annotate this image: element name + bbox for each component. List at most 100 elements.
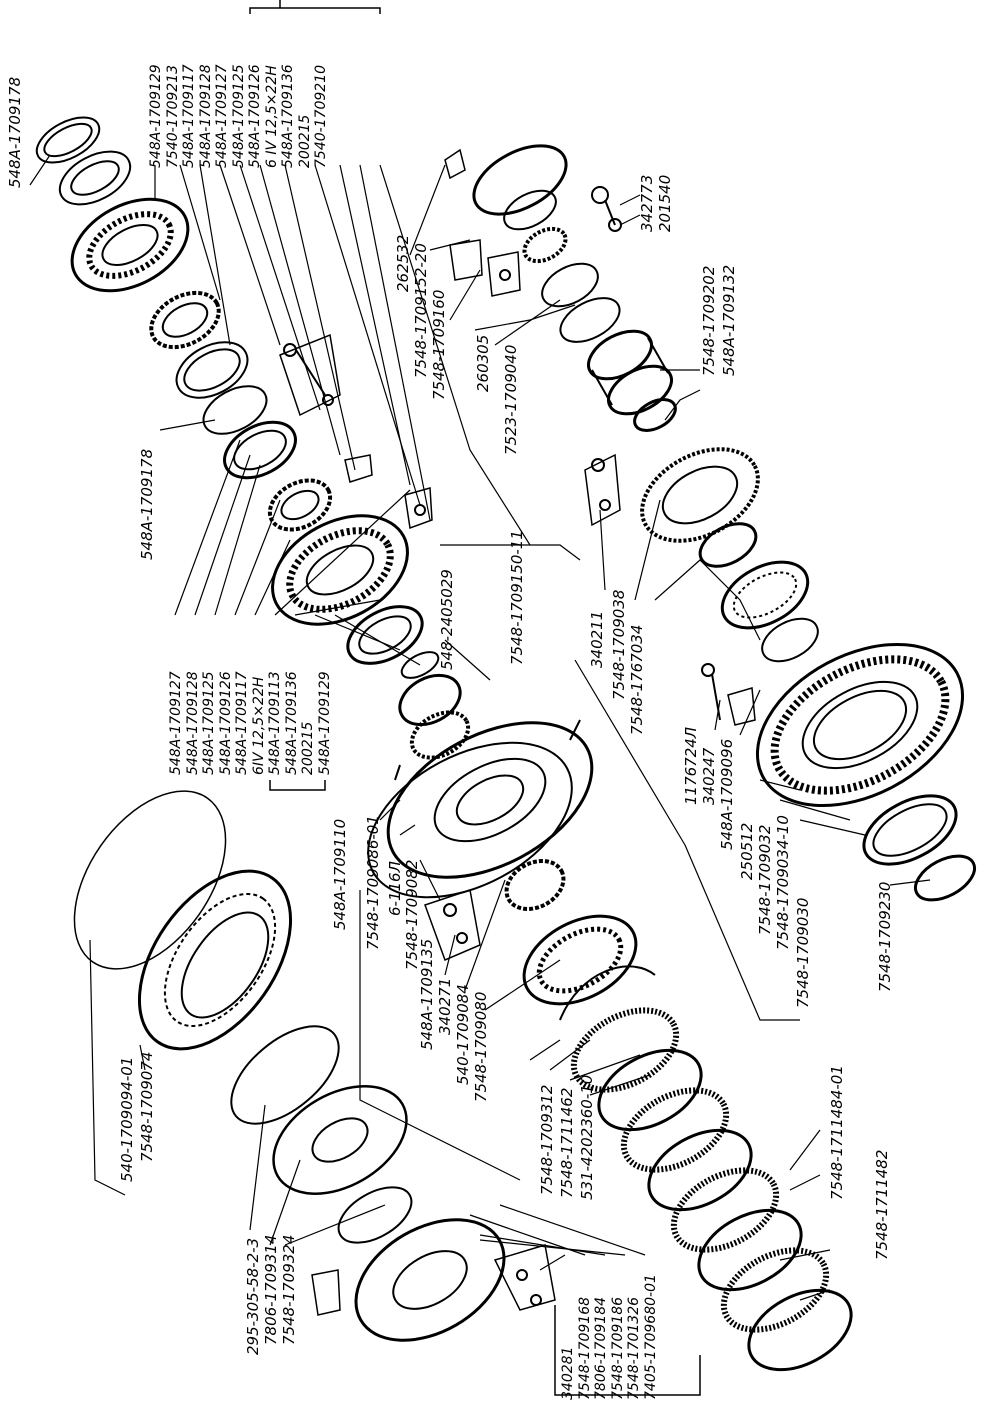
part-bolt-group-top <box>279 333 341 417</box>
part-small-seal-right <box>633 398 677 432</box>
part-snap-ring-clutch <box>559 965 656 1021</box>
part-number-label: 548A-1709110 <box>331 818 349 930</box>
part-large-ring-left <box>73 790 293 1051</box>
part-large-bearing-mid <box>271 514 409 626</box>
part-number-label: 548A-1709178 <box>138 448 156 560</box>
part-number-label: 7548-1711484-01 <box>828 1065 846 1200</box>
part-ring-b <box>202 385 268 435</box>
part-number-label: 540-1709094-01 <box>118 1056 136 1182</box>
part-central-drum <box>367 719 594 899</box>
part-number-label: 7548-1709168 <box>576 1296 593 1400</box>
part-number-label: 7548-1709312 <box>538 1084 556 1195</box>
part-number-label: 548A-1709127 <box>168 671 184 775</box>
part-o-ring-bottom-left <box>230 1025 340 1125</box>
part-number-label: 7548-1709324 <box>280 1234 298 1345</box>
part-number-label: 295-305-58-2-3 <box>244 1237 262 1355</box>
part-number-label: 250512 <box>738 822 756 880</box>
label-column-bottom: 340281 7548-1709168 7806-1709184 7548-17… <box>560 1274 659 1400</box>
part-number-label: 548A-1709136 <box>283 671 300 775</box>
part-number-label: 340247 <box>700 747 718 805</box>
part-number-label: 548A-1709125 <box>201 671 217 775</box>
part-seal-ring-right <box>862 794 958 866</box>
part-bolt-lockplate-center <box>424 889 481 962</box>
part-number-label: 548A-1709136 <box>280 64 296 168</box>
part-number-label: 7548-1709160 <box>430 289 448 400</box>
label-column-left: 548A-1709127 548A-1709128 548A-1709125 5… <box>168 671 333 775</box>
part-ring-c <box>223 420 297 480</box>
part-number-label: 540-1709084 <box>454 984 472 1085</box>
part-number-label: 548A-1709127 <box>214 64 230 168</box>
part-number-label: 548-2405029 <box>438 569 456 670</box>
leader-lines <box>29 154 931 1301</box>
part-flange-plate <box>272 1085 408 1195</box>
part-number-label: 342773 <box>638 174 656 232</box>
part-number-label: 548A-1709128 <box>184 671 201 775</box>
part-number-label: 7523-1709040 <box>502 344 520 455</box>
part-number-label: 340281 <box>560 1346 576 1400</box>
part-number-label: 7548-1701326 <box>626 1296 642 1400</box>
part-number-label: 7548-1709074 <box>138 1051 156 1162</box>
part-number-label: 7548-1709032 <box>756 824 774 935</box>
part-number-label: 6IV 12,5×22H <box>250 676 267 775</box>
part-number-label: 200215 <box>296 114 313 168</box>
part-large-wheel-right <box>755 642 965 808</box>
part-number-label: 548A-1709128 <box>197 64 214 168</box>
part-number-label: 7548-1709152-20 <box>412 243 430 378</box>
part-number-label: 548A-1709117 <box>181 64 197 168</box>
part-number-label: 7540-1709210 <box>313 64 329 168</box>
part-ring-right <box>761 617 819 663</box>
part-splined-hub-center <box>504 859 566 911</box>
part-seal-ring-top <box>35 116 101 164</box>
part-output-flange <box>444 144 568 264</box>
part-number-label: 548A-1709117 <box>234 671 250 775</box>
part-number-label: 548A-1709178 <box>6 76 24 188</box>
part-number-label: 260305 <box>474 334 492 392</box>
part-snap-rings-right <box>541 262 621 343</box>
part-number-label: 7806-1709184 <box>593 1296 609 1400</box>
part-number-label: 7548-1767034 <box>628 624 646 735</box>
part-splined-hub-top <box>149 290 221 350</box>
bracket-left-column <box>269 780 326 791</box>
part-number-label: 7548-1709186 <box>609 1296 626 1400</box>
part-large-bearing-top <box>70 197 190 293</box>
part-number-label: 548A-1709129 <box>148 64 164 168</box>
part-snap-ring-mid <box>400 651 440 679</box>
part-number-label: 7548-1709038 <box>610 589 628 700</box>
part-gear-right <box>640 447 760 543</box>
part-number-label: 7405-1709680-01 <box>642 1274 659 1400</box>
part-needle-bearing-right <box>587 329 673 416</box>
part-small-ring-right <box>914 854 976 902</box>
part-number-label: 7548-1709030 <box>794 897 812 1008</box>
part-lockplate-top-right <box>449 239 521 297</box>
part-number-label: 1176724Л <box>682 726 700 805</box>
part-number-label: 340211 <box>588 610 606 668</box>
part-number-label: 201540 <box>656 174 674 232</box>
part-lockplate-right <box>584 453 621 527</box>
part-number-label: 7548-1709202 <box>700 265 718 376</box>
part-number-label: 7548-1709034-10 <box>774 815 792 950</box>
part-number-label: 548A-1709126 <box>247 64 263 168</box>
label-column-top: 548A-1709129 7540-1709213 548A-1709117 5… <box>148 64 330 168</box>
part-number-label: 548A-1709096 <box>718 738 736 850</box>
part-splined-hub-mid <box>267 478 333 532</box>
part-number-label: 7806-1709314 <box>262 1234 280 1345</box>
bracket-top-column <box>249 0 381 14</box>
part-small-bearing-mid <box>398 673 471 760</box>
part-number-label: 548A-1709132 <box>720 264 738 376</box>
part-number-label: 262532 <box>394 234 412 292</box>
part-number-label: 7548-1709080 <box>472 991 490 1102</box>
part-number-label: 6 IV 12,5×22H <box>263 65 280 168</box>
part-number-label: 7548-1711482 <box>873 1149 891 1260</box>
part-spacer-right <box>698 522 758 568</box>
part-number-label: 7548-1709150-11 <box>508 530 526 665</box>
part-bolt-right <box>701 663 756 726</box>
part-number-label: 200215 <box>300 721 316 775</box>
part-number-label: 7548-1711462 <box>558 1087 576 1198</box>
part-number-label: 548A-1709129 <box>316 671 333 775</box>
part-clutch-disc-stack <box>570 1007 853 1372</box>
bracket-bottom-column <box>554 1305 701 1396</box>
part-ring-a <box>175 341 249 399</box>
part-seal-bottom <box>337 1186 413 1244</box>
